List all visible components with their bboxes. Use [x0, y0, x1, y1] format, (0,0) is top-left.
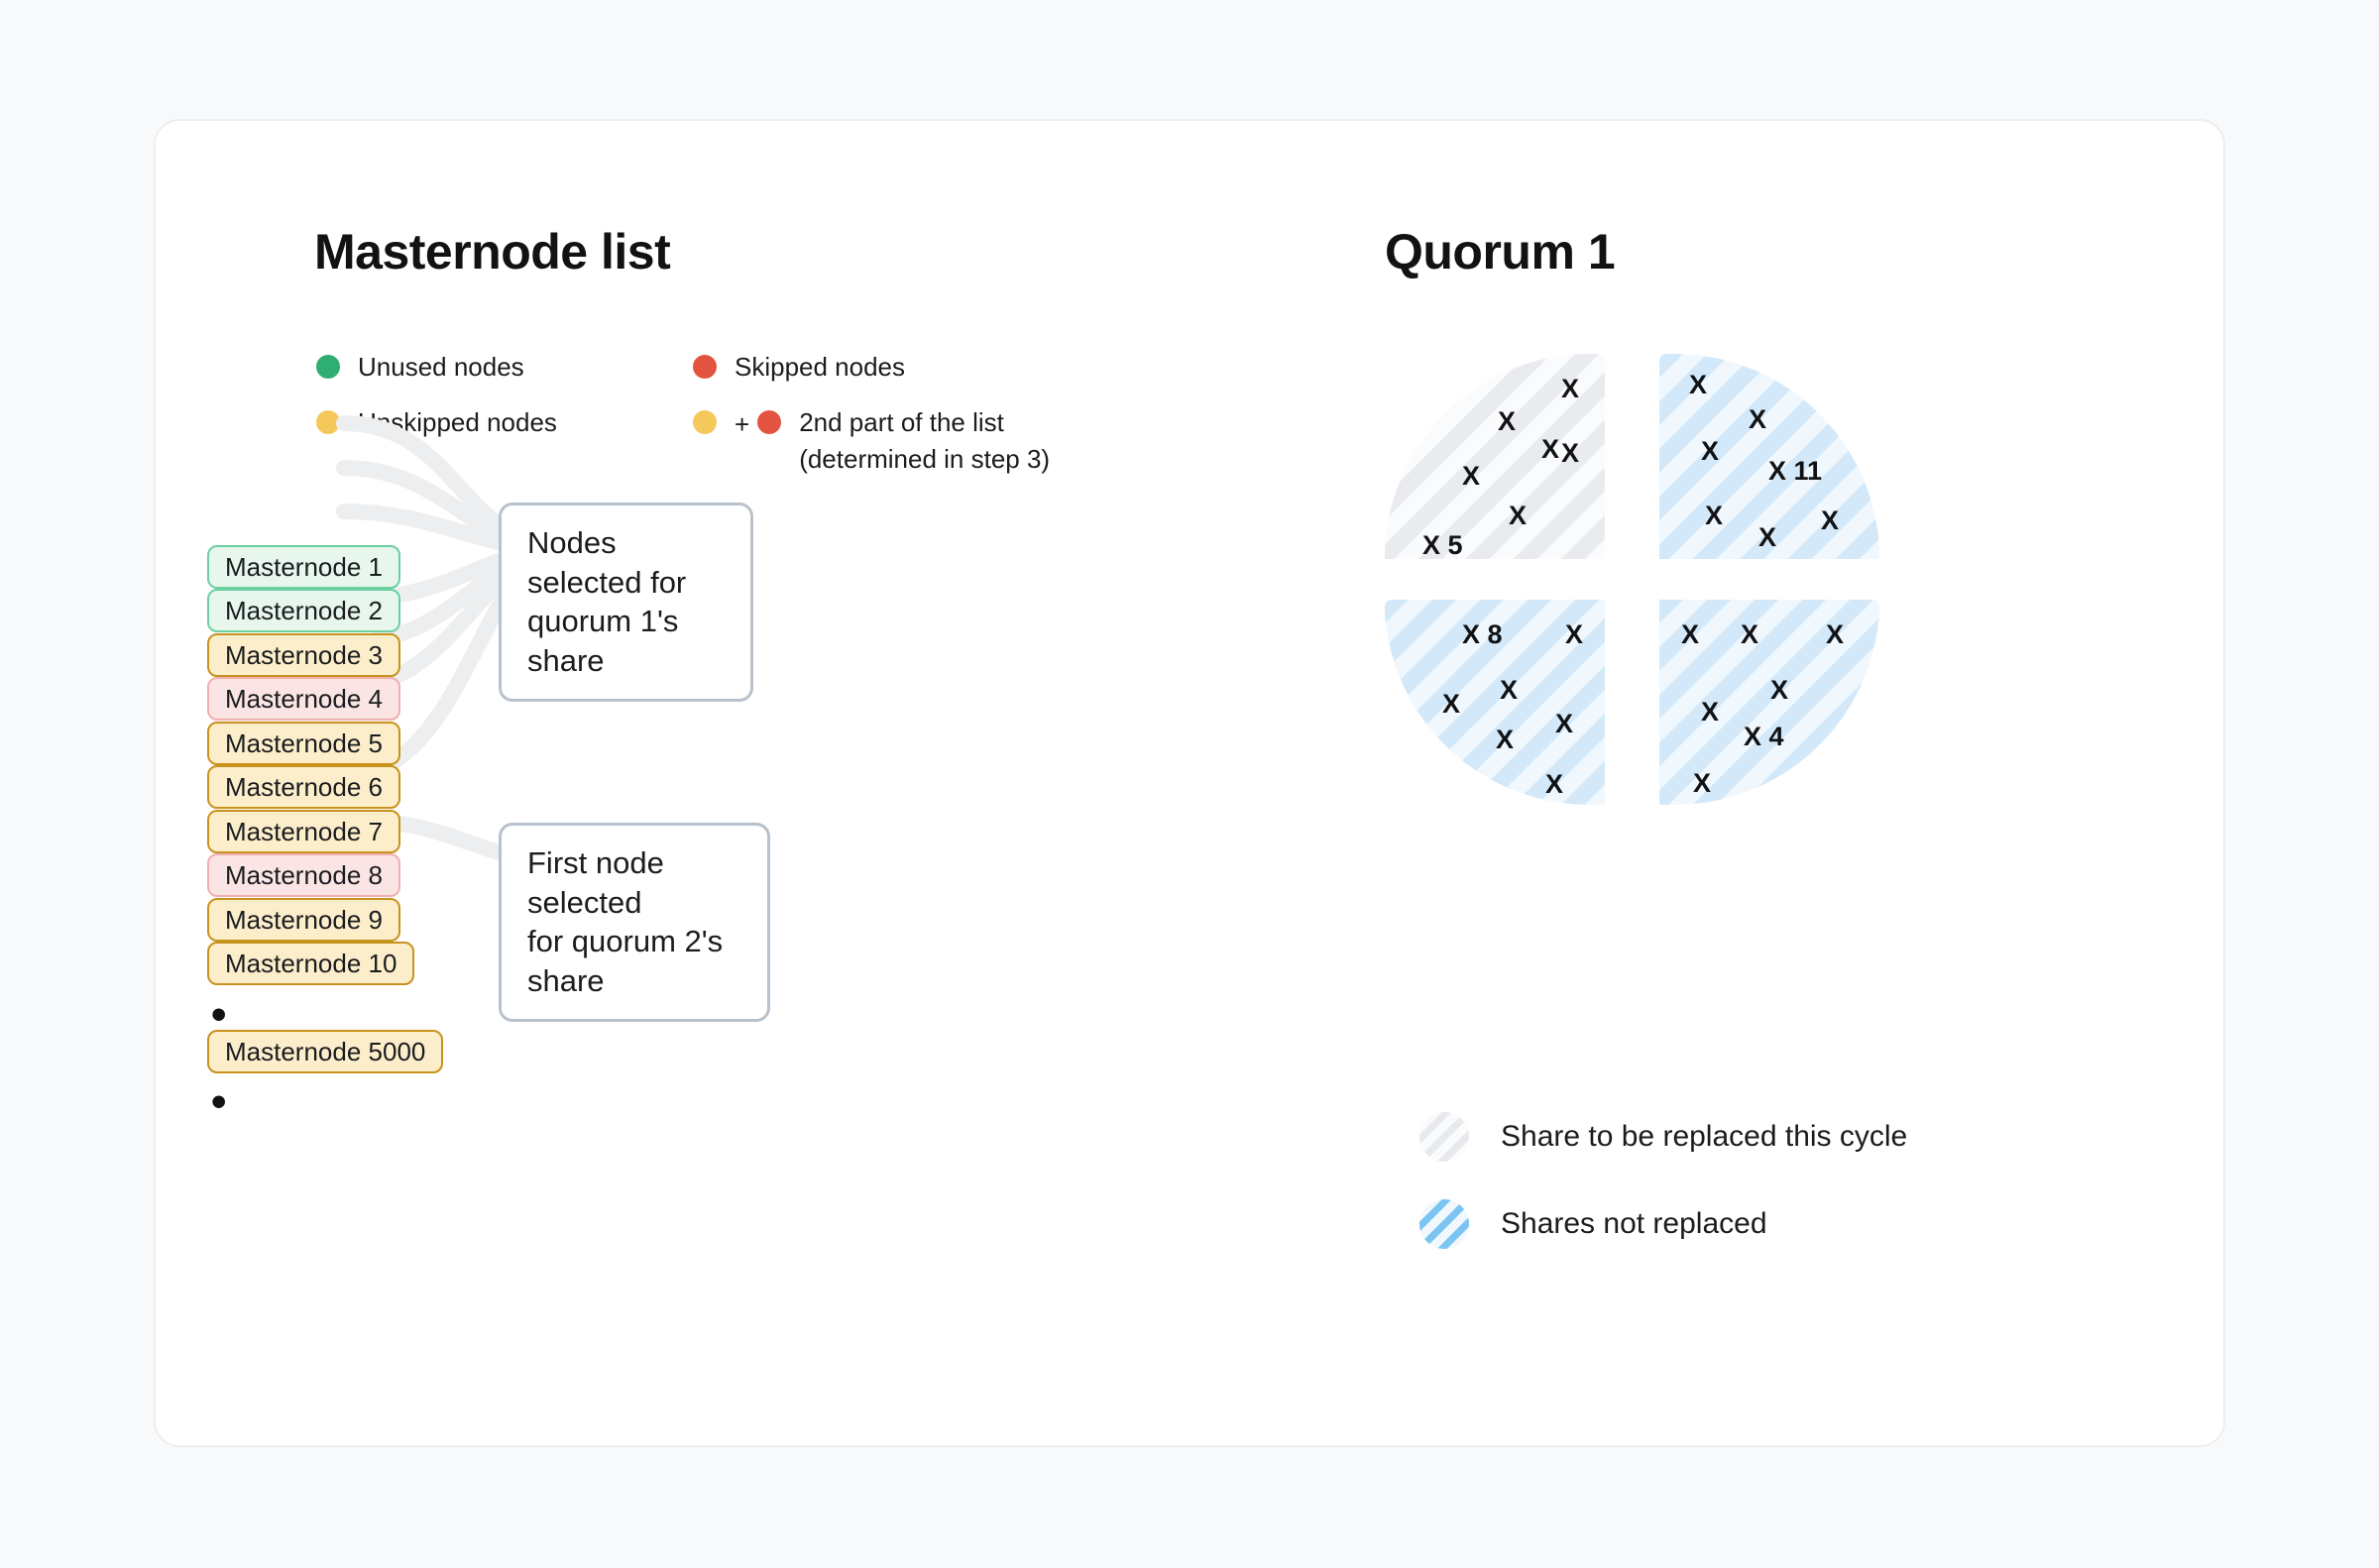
- legend-label: Unused nodes: [358, 352, 524, 382]
- legend-label: Unskipped nodes: [358, 407, 557, 438]
- quadrant-top-right: X X X X 11 X X X: [1659, 354, 1879, 559]
- node-legend: Unused nodes Skipped nodes Unskipped nod…: [316, 349, 1169, 497]
- x-mark-labeled: X 4: [1744, 722, 1784, 751]
- red-dot-icon: [757, 410, 782, 435]
- legend-item-skipped-nodes: Skipped nodes: [693, 349, 1169, 385]
- x-mark: X: [1770, 675, 1789, 705]
- legend-item-unused-nodes: Unused nodes: [316, 349, 693, 385]
- yellow-dot-icon: [316, 410, 340, 435]
- quadrant-top-left: X X X X X X X 5: [1385, 354, 1605, 559]
- x-mark: X: [1442, 689, 1461, 719]
- node-label: Masternode 3: [225, 639, 383, 670]
- node-label: Masternode 5000: [225, 1036, 426, 1066]
- legend-row: Unused nodes Skipped nodes: [316, 349, 1169, 385]
- x-mark: X: [1462, 461, 1481, 491]
- node-label: Masternode 1: [225, 551, 383, 582]
- node-label: Masternode 4: [225, 683, 383, 714]
- quadrant-bottom-left: X 8 X X X X X X: [1385, 600, 1605, 805]
- x-mark: X: [1681, 619, 1700, 649]
- share-legend-item-replaced: Share to be replaced this cycle: [1419, 1112, 1907, 1162]
- share-legend-label: Share to be replaced this cycle: [1501, 1120, 1908, 1153]
- list-item[interactable]: Masternode 8: [207, 853, 400, 897]
- x-mark: X: [1821, 505, 1840, 535]
- x-mark: X: [1749, 404, 1767, 434]
- x-mark: X: [1545, 769, 1564, 799]
- x-mark: X: [1555, 709, 1574, 738]
- plus-icon: +: [735, 409, 750, 440]
- x-mark-labeled: X 8: [1462, 619, 1503, 649]
- list-item[interactable]: Masternode 5: [207, 722, 400, 765]
- node-label: Masternode 7: [225, 816, 383, 846]
- quadrant-shape-blue-tr: [1659, 354, 1879, 559]
- list-item[interactable]: Masternode 3: [207, 633, 400, 677]
- quorum-panel: Quorum 1: [1385, 225, 2277, 280]
- red-dot-icon: [693, 355, 717, 379]
- x-mark: X: [1509, 501, 1528, 530]
- legend-row: Unskipped nodes + 2nd part of the list (…: [316, 404, 1169, 477]
- list-item[interactable]: Masternode 10: [207, 942, 415, 985]
- callout-quorum-1-share: Nodes selected for quorum 1's share: [499, 503, 753, 702]
- x-mark: X: [1701, 697, 1720, 727]
- legend-item-unskipped-nodes: Unskipped nodes: [316, 404, 693, 440]
- quorum-title: Quorum 1: [1385, 224, 1616, 280]
- quadrant-shape-blue-bl: [1385, 600, 1605, 805]
- x-mark: X: [1498, 406, 1517, 436]
- share-legend-item-not-replaced: Shares not replaced: [1419, 1199, 1907, 1249]
- node-label: Masternode 9: [225, 904, 383, 935]
- masternode-list-panel: Masternode list: [314, 225, 1206, 280]
- list-item[interactable]: Masternode 7: [207, 810, 400, 853]
- callout-quorum-2-share: First node selected for quorum 2's share: [499, 823, 770, 1022]
- connector-lines: [336, 415, 570, 870]
- x-mark: X: [1701, 436, 1720, 466]
- x-mark: X: [1758, 522, 1777, 552]
- quadrant-shape-grey: [1385, 354, 1605, 559]
- page-title: Masternode list: [314, 224, 671, 280]
- list-item[interactable]: Masternode 4: [207, 677, 400, 721]
- x-mark: X: [1689, 370, 1708, 399]
- legend-label: Skipped nodes: [735, 352, 906, 382]
- list-item[interactable]: Masternode 5000: [207, 1030, 444, 1073]
- x-mark: X: [1826, 619, 1845, 649]
- node-label: Masternode 8: [225, 859, 383, 890]
- share-legend-label: Shares not replaced: [1501, 1207, 1767, 1240]
- x-mark: X: [1561, 374, 1580, 403]
- list-item[interactable]: Masternode 9: [207, 898, 400, 942]
- legend-label: 2nd part of the list (determined in step…: [799, 407, 1051, 474]
- yellow-dot-icon: [693, 410, 717, 435]
- x-mark-labeled: X 11: [1768, 456, 1823, 486]
- quadrant-bottom-right: X X X X X X 4 X: [1659, 600, 1879, 805]
- list-item[interactable]: Masternode 2: [207, 589, 400, 632]
- quorum-pie: X X X X X X X 5 X: [1385, 354, 1879, 805]
- quadrant-shape-blue-br: [1659, 600, 1879, 805]
- x-mark: X: [1705, 501, 1724, 530]
- x-mark: X: [1500, 675, 1519, 705]
- x-mark: X: [1741, 619, 1759, 649]
- node-label: Masternode 5: [225, 728, 383, 758]
- grey-hatch-circle-icon: [1419, 1112, 1469, 1162]
- node-label: Masternode 10: [225, 948, 397, 978]
- diagram-card: Masternode list Unused nodes Skipped nod…: [154, 119, 2225, 1447]
- x-mark: X: [1561, 438, 1580, 468]
- green-dot-icon: [316, 355, 340, 379]
- x-mark: X: [1541, 434, 1560, 464]
- list-item[interactable]: Masternode 6: [207, 765, 400, 809]
- x-mark-labeled: X 5: [1422, 530, 1463, 560]
- list-item[interactable]: Masternode 1: [207, 545, 400, 589]
- x-mark: X: [1496, 725, 1515, 754]
- x-mark: X: [1693, 768, 1712, 798]
- blue-hatch-circle-icon: [1419, 1199, 1469, 1249]
- share-legend: Share to be replaced this cycle Shares n…: [1419, 1112, 1907, 1287]
- node-label: Masternode 6: [225, 771, 383, 802]
- legend-item-second-part-of-list: + 2nd part of the list (determined in st…: [693, 404, 1169, 477]
- x-mark: X: [1565, 619, 1584, 649]
- node-label: Masternode 2: [225, 595, 383, 625]
